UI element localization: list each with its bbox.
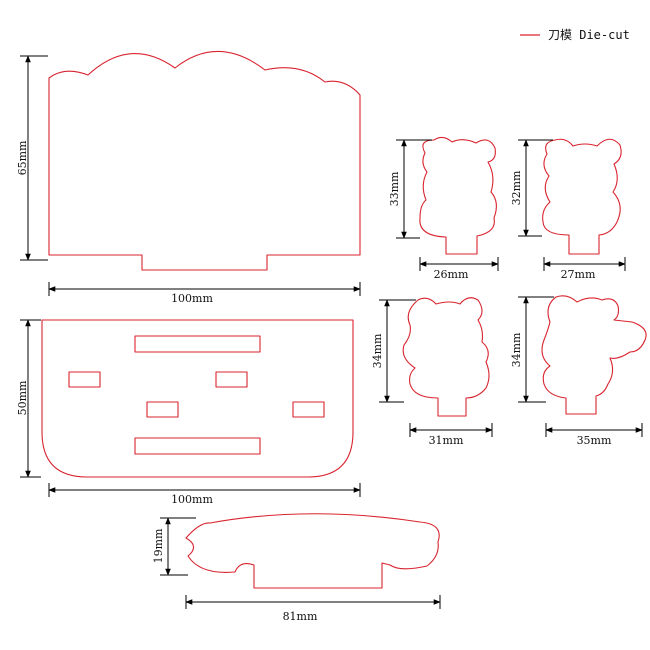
bear-d: 34mm 35mm bbox=[510, 295, 647, 447]
bear-d-height: 34mm bbox=[510, 332, 523, 367]
bear-c-outline bbox=[402, 297, 490, 417]
bear-b-outline bbox=[542, 138, 622, 255]
card-panel: 65mm 100mm bbox=[16, 51, 361, 305]
base-slot bbox=[146, 401, 179, 418]
base-panel-outline bbox=[41, 319, 354, 478]
bear-a-width: 26mm bbox=[434, 268, 469, 281]
cloud-strip: 19mm 81mm bbox=[152, 513, 441, 623]
bear-c: 34mm 31mm bbox=[371, 297, 493, 447]
card-panel-height: 65mm bbox=[16, 140, 29, 175]
card-panel-width: 100mm bbox=[171, 292, 213, 305]
bear-b-height: 32mm bbox=[510, 170, 523, 205]
bear-c-height: 34mm bbox=[371, 333, 384, 368]
base-panel: 50mm 100mm bbox=[16, 319, 361, 506]
base-slot bbox=[68, 371, 101, 388]
bear-a-height: 33mm bbox=[388, 171, 401, 206]
bear-b: 32mm 27mm bbox=[510, 138, 626, 281]
bear-c-width: 31mm bbox=[429, 434, 464, 447]
base-panel-width: 100mm bbox=[171, 493, 213, 506]
legend: 刀模 Die-cut bbox=[520, 28, 630, 42]
cloud-strip-width: 81mm bbox=[283, 610, 318, 623]
legend-label: 刀模 Die-cut bbox=[548, 28, 630, 42]
bear-a-outline bbox=[419, 136, 497, 255]
cloud-strip-height: 19mm bbox=[152, 528, 165, 563]
base-slot bbox=[134, 437, 261, 455]
bear-d-outline bbox=[541, 295, 647, 415]
card-panel-outline bbox=[48, 51, 361, 271]
base-slot bbox=[215, 371, 248, 388]
bear-d-width: 35mm bbox=[577, 434, 612, 447]
base-slot bbox=[134, 335, 261, 353]
bear-a: 33mm 26mm bbox=[388, 136, 499, 281]
cloud-strip-outline bbox=[185, 513, 440, 589]
base-panel-height: 50mm bbox=[16, 380, 29, 415]
bear-b-width: 27mm bbox=[561, 268, 596, 281]
base-slot bbox=[292, 401, 325, 418]
